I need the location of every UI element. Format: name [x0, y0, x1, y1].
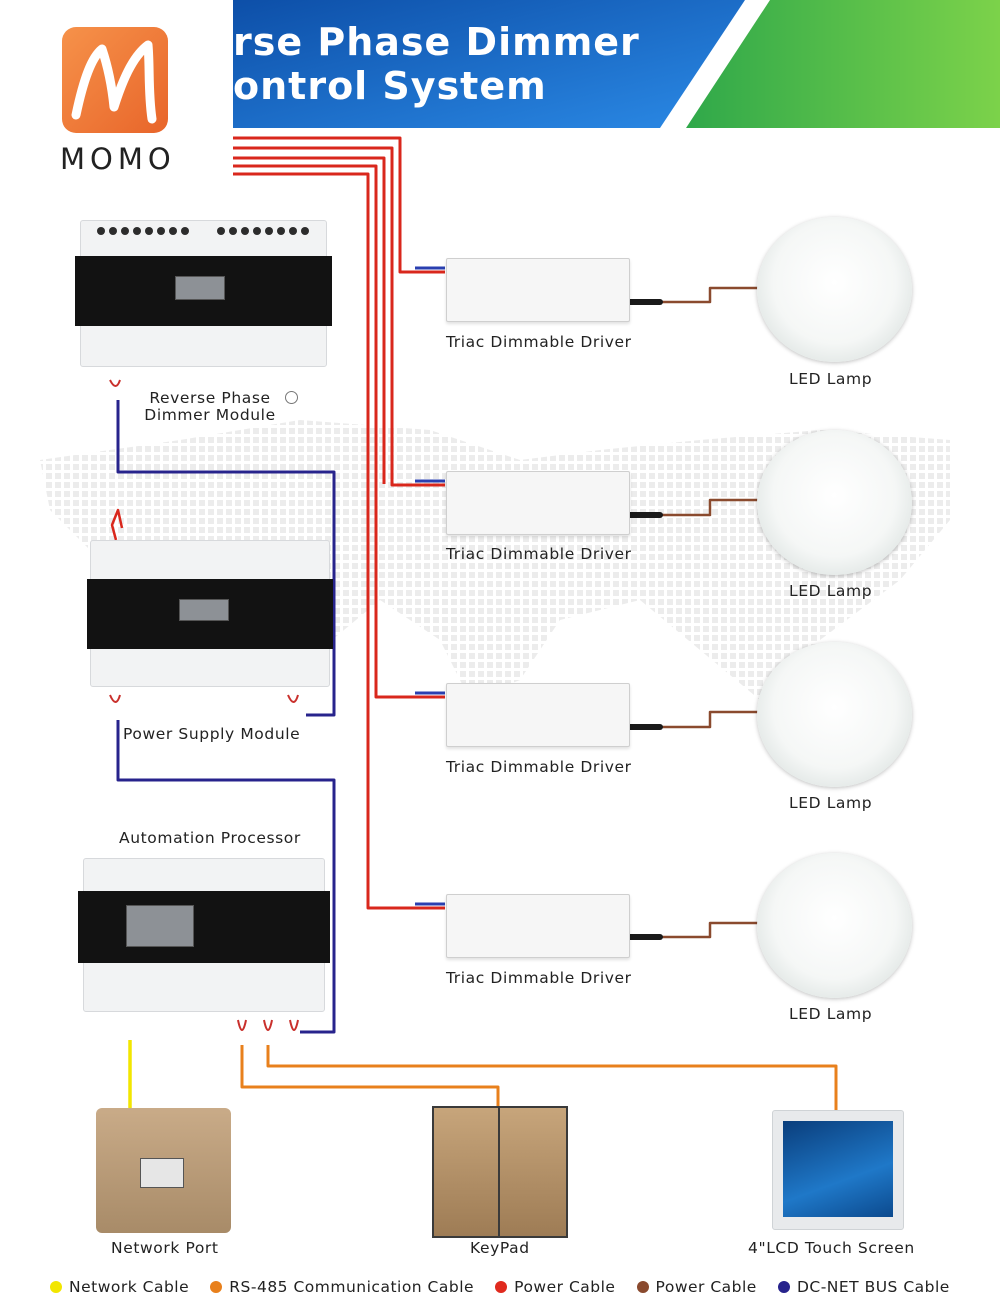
- led-lamp-1: [757, 217, 912, 362]
- power-supply-front-panel: [87, 579, 333, 649]
- ring-icon: [285, 391, 298, 404]
- dimmer-label-line-2: Dimmer Module: [144, 406, 276, 424]
- dimmer-front-panel: [75, 256, 332, 326]
- terminal-block-top: [97, 227, 309, 235]
- touch-screen-device: [772, 1110, 904, 1230]
- keypad-panel: [432, 1106, 568, 1238]
- header-banner: rse Phase Dimmer ontrol System: [0, 0, 1000, 130]
- led-lamp-2: [757, 430, 912, 575]
- title-line-2: ontrol System: [233, 64, 547, 108]
- triac-driver-2: [446, 471, 630, 535]
- processor-display: [126, 905, 194, 947]
- navy-dot-icon: [777, 1281, 790, 1293]
- network-port-panel: [96, 1108, 231, 1233]
- touch-screen-label: 4"LCD Touch Screen: [748, 1239, 915, 1257]
- keypad-divider: [498, 1108, 500, 1236]
- triac-driver-4: [446, 894, 630, 958]
- legend-power-cable-red: Power Cable: [495, 1278, 615, 1296]
- red-dot-icon: [495, 1281, 508, 1293]
- automation-processor-label: Automation Processor: [119, 829, 301, 847]
- led-lamp-4: [757, 853, 912, 998]
- power-supply-display: [179, 599, 229, 621]
- title-line-1: rse Phase Dimmer: [233, 20, 640, 64]
- momo-m-logo-icon: [62, 27, 168, 133]
- triac-driver-4-label: Triac Dimmable Driver: [446, 969, 632, 987]
- triac-driver-1-label: Triac Dimmable Driver: [446, 333, 632, 351]
- led-lamp-1-label: LED Lamp: [789, 370, 873, 388]
- touch-screen-display: [783, 1121, 893, 1217]
- led-lamp-4-label: LED Lamp: [789, 1005, 873, 1023]
- legend-dcnet-bus-cable: DC-NET BUS Cable: [777, 1278, 950, 1296]
- triac-driver-3: [446, 683, 630, 747]
- network-port-label: Network Port: [111, 1239, 219, 1257]
- ethernet-jack-icon: [140, 1158, 184, 1188]
- legend-network-cable: Network Cable: [50, 1278, 189, 1296]
- power-supply-label: Power Supply Module: [123, 725, 301, 743]
- led-lamp-3: [757, 642, 912, 787]
- dimmer-label-line-1: Reverse Phase: [149, 389, 271, 407]
- header-background: [233, 0, 1000, 128]
- brown-dot-icon: [636, 1281, 649, 1293]
- triac-driver-3-label: Triac Dimmable Driver: [446, 758, 632, 776]
- legend-power-cable-brown: Power Cable: [636, 1278, 757, 1296]
- triac-driver-2-label: Triac Dimmable Driver: [446, 545, 632, 563]
- dimmer-display: [175, 276, 225, 300]
- logo-wordmark: MOMO: [60, 142, 176, 176]
- orange-dot-icon: [210, 1281, 223, 1293]
- dimmer-module-label: Reverse Phase Dimmer Module: [140, 390, 280, 424]
- automation-processor: [78, 858, 330, 1012]
- led-lamp-2-label: LED Lamp: [789, 582, 873, 600]
- legend-rs485-cable: RS-485 Communication Cable: [210, 1278, 474, 1296]
- power-supply-module: [87, 540, 333, 687]
- processor-front-panel: [78, 891, 330, 963]
- cable-legend: Network Cable RS-485 Communication Cable…: [50, 1278, 1000, 1297]
- led-lamp-3-label: LED Lamp: [789, 794, 873, 812]
- logo-area: MOMO: [0, 0, 233, 220]
- yellow-dot-icon: [50, 1281, 62, 1293]
- keypad-label: KeyPad: [470, 1239, 530, 1257]
- reverse-phase-dimmer-module: [75, 220, 332, 367]
- triac-driver-1: [446, 258, 630, 322]
